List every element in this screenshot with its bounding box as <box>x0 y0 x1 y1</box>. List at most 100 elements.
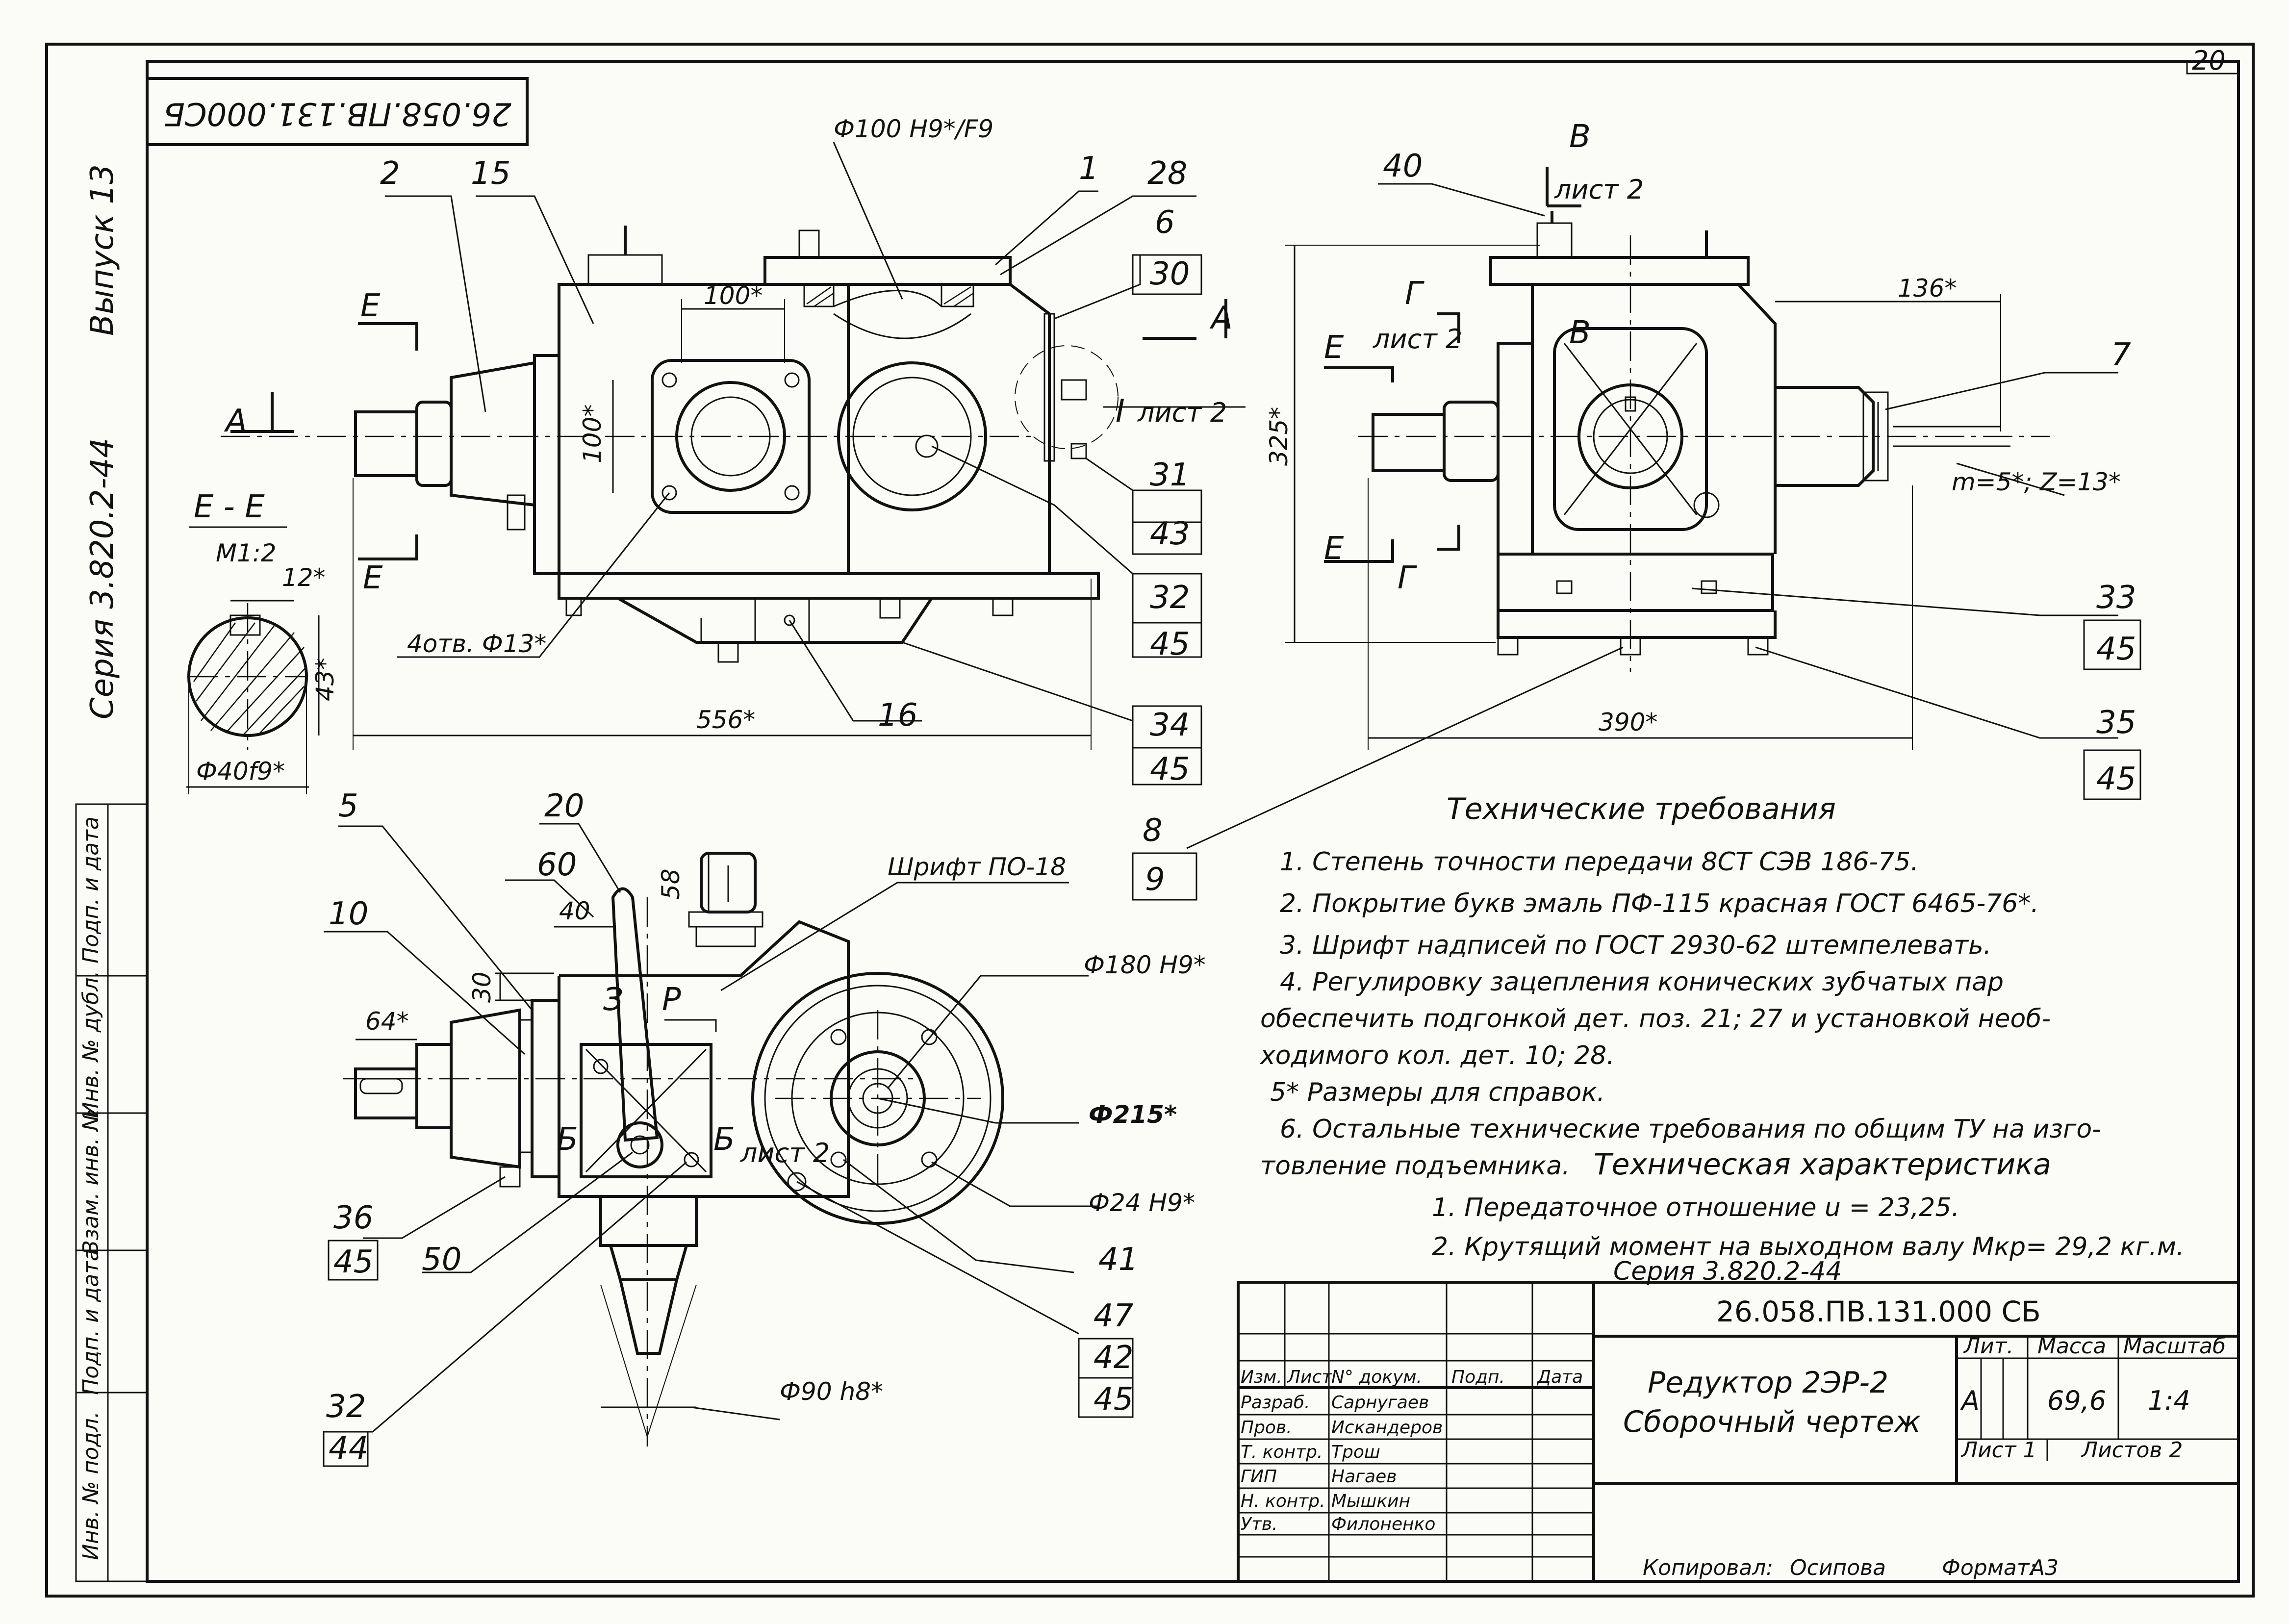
side-release-label: Выпуск 13 <box>84 164 121 336</box>
top-mark-B-left: Б <box>557 1121 578 1158</box>
requirements-line-5: обеспечить подгонкой дет. поз. 21; 27 и … <box>1260 1004 2051 1034</box>
title-block-header-sign: Подп. <box>1451 1367 1505 1387</box>
title-block-mass-value: 69,6 <box>2047 1385 2106 1416</box>
requirements-line-7: 5* Размеры для справок. <box>1270 1078 1605 1107</box>
title-block-row-1-role: Разраб. <box>1241 1393 1310 1413</box>
title-block-header-date: Дата <box>1536 1367 1583 1387</box>
side-cell-4: Подп. и дата <box>78 1248 103 1395</box>
title-block-row-5-role: Н. контр. <box>1241 1491 1325 1511</box>
title-block-row-6-role: Утв. <box>1241 1514 1278 1534</box>
top-item-45b: 45 <box>1094 1381 1133 1418</box>
title-block-mass-header: Масса <box>2037 1334 2106 1359</box>
main-item-2: 2 <box>380 155 400 192</box>
title-block-format-value: А3 <box>2029 1555 2059 1580</box>
top-item-5: 5 <box>338 788 358 824</box>
title-block-row-4-role: ГИП <box>1241 1467 1277 1487</box>
title-block-row-3-name: Трош <box>1331 1442 1380 1462</box>
characteristics-line-2: 2. Крутящий момент на выходном валу Мкр=… <box>1432 1232 2185 1262</box>
main-section-E-bottom: Е <box>363 560 383 596</box>
requirements-line-9: товление подъемника. <box>1260 1151 1570 1181</box>
title-block-header-change: Изм. <box>1241 1367 1282 1387</box>
side-item-7: 7 <box>2111 337 2131 373</box>
title-block-scale-header: Масштаб <box>2123 1334 2226 1359</box>
technical-requirements: Технические требования 1. Степень точнос… <box>1259 792 2185 1286</box>
requirements-line-4: 4. Регулировку зацепления конических зуб… <box>1280 967 2004 997</box>
side-mark-sheet2-b: лист 2 <box>1373 324 1462 355</box>
main-section-A-right: А <box>1209 300 1233 336</box>
title-block-scale-value: 1:4 <box>2148 1385 2190 1416</box>
top-item-36: 36 <box>333 1200 373 1236</box>
section-ee-dim-43: 43* <box>311 658 339 701</box>
main-item-6: 6 <box>1155 204 1175 241</box>
title-block-row-2-name: Искандеров <box>1331 1418 1443 1438</box>
side-mark-G-top: Г <box>1405 276 1424 312</box>
top-view: З Р Б Б лист 2 5 20 60 10 36 45 50 32 <box>323 788 1206 1467</box>
main-item-45b: 45 <box>1150 751 1190 787</box>
title-block-sheets: Листов 2 <box>2081 1438 2183 1463</box>
top-dim-30: 30 <box>468 971 496 1003</box>
title-block-doc-code: 26.058.ПВ.131.000 СБ <box>1716 1295 2041 1328</box>
top-mark-sheet2: лист 2 <box>740 1138 830 1168</box>
left-margin: Выпуск 13 Серия 3.820.2-44 Подп. и дата … <box>75 164 148 1582</box>
main-dim-556: 556* <box>696 706 755 734</box>
side-item-45b: 45 <box>2096 761 2136 797</box>
title-block-copied-by-value: Осипова <box>1790 1555 1886 1580</box>
title-block-copied-by-label: Копировал: <box>1643 1555 1773 1580</box>
top-font-note: Шрифт ПО-18 <box>888 853 1066 881</box>
top-dim-215: Ф215* <box>1089 1100 1177 1129</box>
top-mark-P: Р <box>662 982 681 1018</box>
main-view: 2 15 1 28 6 30 31 43 32 45 34 45 16 Ф100… <box>221 115 1246 787</box>
title-block-sheet: Лист 1 <box>1960 1438 2036 1463</box>
side-item-45a: 45 <box>2096 631 2136 667</box>
top-item-45a: 45 <box>333 1244 373 1280</box>
top-mark-B-right: Б <box>713 1121 735 1158</box>
top-dim-24: Ф24 H9* <box>1089 1189 1195 1217</box>
side-cell-3: Взам. инв. № <box>78 1109 103 1255</box>
requirements-line-2: 2. Покрытие букв эмаль ПФ-115 красная ГО… <box>1280 889 2039 918</box>
top-item-47: 47 <box>1094 1298 1134 1334</box>
side-cell-2: Инв. № дубл. <box>78 970 103 1118</box>
title-block-title-line-2: Сборочный чертеж <box>1623 1405 1921 1439</box>
side-dim-390: 390* <box>1599 708 1657 736</box>
title-block-row-2-role: Пров. <box>1241 1418 1292 1438</box>
side-cell-5: Инв. № подл. <box>78 1411 103 1560</box>
main-item-1: 1 <box>1079 151 1099 187</box>
side-mark-E-top: Е <box>1324 330 1344 366</box>
top-item-42: 42 <box>1094 1340 1133 1376</box>
title-block-row-5-name: Мышкин <box>1331 1491 1410 1511</box>
section-ee-dim-12: 12* <box>282 563 326 592</box>
section-ee-title: Е - Е <box>194 489 265 525</box>
side-item-35: 35 <box>2096 705 2136 741</box>
sheet-number: 20 <box>2192 45 2226 76</box>
main-dim-100-horizontal: 100* <box>704 281 763 310</box>
side-dim-gear: m=5*; Z=13* <box>1952 468 2121 496</box>
title-block-row-4-name: Нагаев <box>1331 1467 1397 1487</box>
main-item-45a: 45 <box>1150 626 1190 662</box>
top-item-60: 60 <box>537 847 577 883</box>
side-mark-B-top: В <box>1569 119 1591 155</box>
top-item-44: 44 <box>329 1430 368 1467</box>
requirements-title: Технические требования <box>1447 792 1836 826</box>
main-detail-sheet: лист 2 <box>1137 397 1227 428</box>
side-item-40: 40 <box>1383 148 1423 184</box>
main-item-32: 32 <box>1150 580 1190 616</box>
main-item-30: 30 <box>1150 256 1190 292</box>
top-item-10: 10 <box>329 896 368 932</box>
main-section-A-left: А <box>224 403 247 439</box>
requirements-line-6: ходимого кол. дет. 10; 28. <box>1259 1041 1615 1070</box>
title-block-lit-header: Лит. <box>1963 1334 2013 1359</box>
top-item-50: 50 <box>422 1242 461 1278</box>
side-dim-136: 136* <box>1898 274 1957 303</box>
side-mark-G-bottom: Г <box>1398 560 1417 596</box>
requirements-line-3: 3. Шрифт надписей по ГОСТ 2930-62 штемпе… <box>1280 931 1991 960</box>
corner-code: 26.058.ПВ.131.000СБ <box>163 95 511 131</box>
top-dim-180: Ф180 H9* <box>1084 951 1206 979</box>
title-block-header-sheet: Лист <box>1286 1367 1332 1387</box>
section-ee: Е - Е М1:2 12* 43* Ф40f9* <box>186 489 339 794</box>
side-mark-sheet2-a: лист 2 <box>1554 174 1644 205</box>
side-cell-1: Подп. и дата <box>78 816 103 964</box>
side-item-33: 33 <box>2096 580 2136 616</box>
main-item-28: 28 <box>1147 155 1187 192</box>
